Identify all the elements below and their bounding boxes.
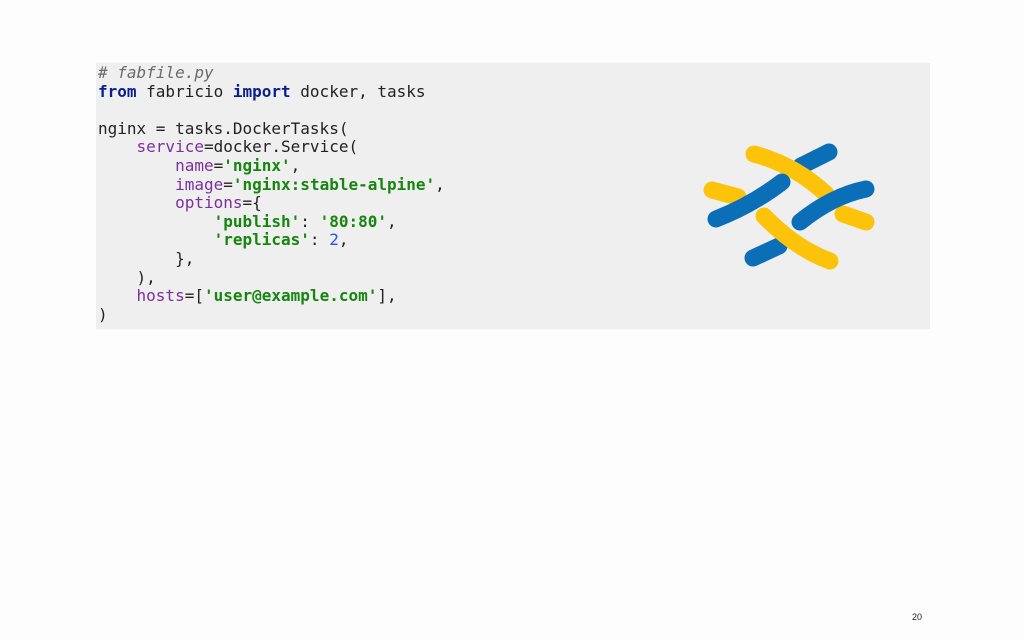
code-line: ) [98,305,108,324]
code-token: , [290,155,301,175]
code-token: image [175,174,224,194]
code-token: ), [98,267,156,287]
code-token: , [387,211,397,231]
code-line: ), [98,268,156,287]
logo-strand [792,143,838,175]
code-token: 'nginx' [223,155,291,175]
code-line: service=docker.Service( [98,137,359,157]
code-block: # fabfile.py from fabricio import docker… [96,63,930,329]
code-line: image='nginx:stable-alpine', [98,175,445,194]
page-number: 20 [912,612,923,622]
code-line: }, [98,249,194,268]
code-line: options={ [98,193,262,212]
code-token: nginx = tasks.DockerTasks( [98,118,349,138]
logo-strand [707,173,791,228]
code-token: ={ [242,193,262,213]
code-token: 'replicas' [213,230,310,250]
code-line: 'replicas': 2, [98,230,349,250]
code-token: # fabfile.py [98,63,214,82]
logo-strand [834,205,875,231]
code-line: 'publish': '80:80', [98,212,397,231]
logo-strand [745,145,835,203]
code-token: , [338,230,349,250]
code-token: hosts [136,286,185,306]
logo-strand [703,181,747,206]
code-line: nginx = tasks.DockerTasks( [98,119,348,138]
code-token: =docker.Service( [203,137,359,157]
code-line: name='nginx', [98,156,300,175]
code-token: options [175,193,243,213]
code-token: 'publish' [213,211,301,231]
code-token: 'nginx:stable-alpine' [232,174,436,194]
code-line: hosts=['user@example.com'], [98,286,397,305]
code-token: name [175,155,214,175]
code-token: , [435,174,445,194]
logo-strand [755,207,839,270]
code-line: from fabricio import docker, tasks [98,82,426,101]
code-token: }, [98,248,195,268]
code-token: 2 [329,230,339,250]
code-token: : [300,211,320,231]
code-token: from [98,81,137,101]
code-token: docker, tasks [290,81,426,101]
code-token: : [309,230,330,250]
code-token: '80:80' [319,211,387,231]
logo-strand [791,180,875,231]
code-token: = [223,174,233,194]
code-token: = [213,155,224,175]
logo-strand [744,237,788,267]
code-token: 'user@example.com' [203,286,378,306]
code-token: fabricio [136,81,233,101]
code-text: # fabfile.py from fabricio import docker… [98,63,445,324]
code-token: service [136,137,204,157]
code-token: ) [98,304,108,324]
code-token: ], [377,286,397,306]
code-token: import [232,81,291,101]
code-token: =[ [184,286,204,306]
code-line: # fabfile.py [98,63,214,82]
